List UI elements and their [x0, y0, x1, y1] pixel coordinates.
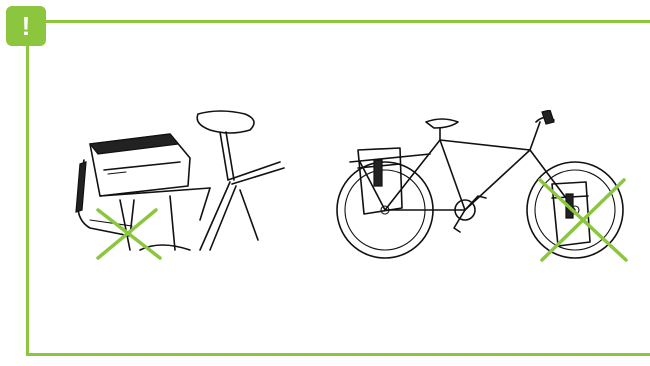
warning-symbol: !: [22, 13, 31, 39]
bike-pannier-illustration: [330, 110, 635, 275]
rack-bag-illustration: [60, 100, 300, 275]
warning-icon: !: [6, 6, 46, 46]
